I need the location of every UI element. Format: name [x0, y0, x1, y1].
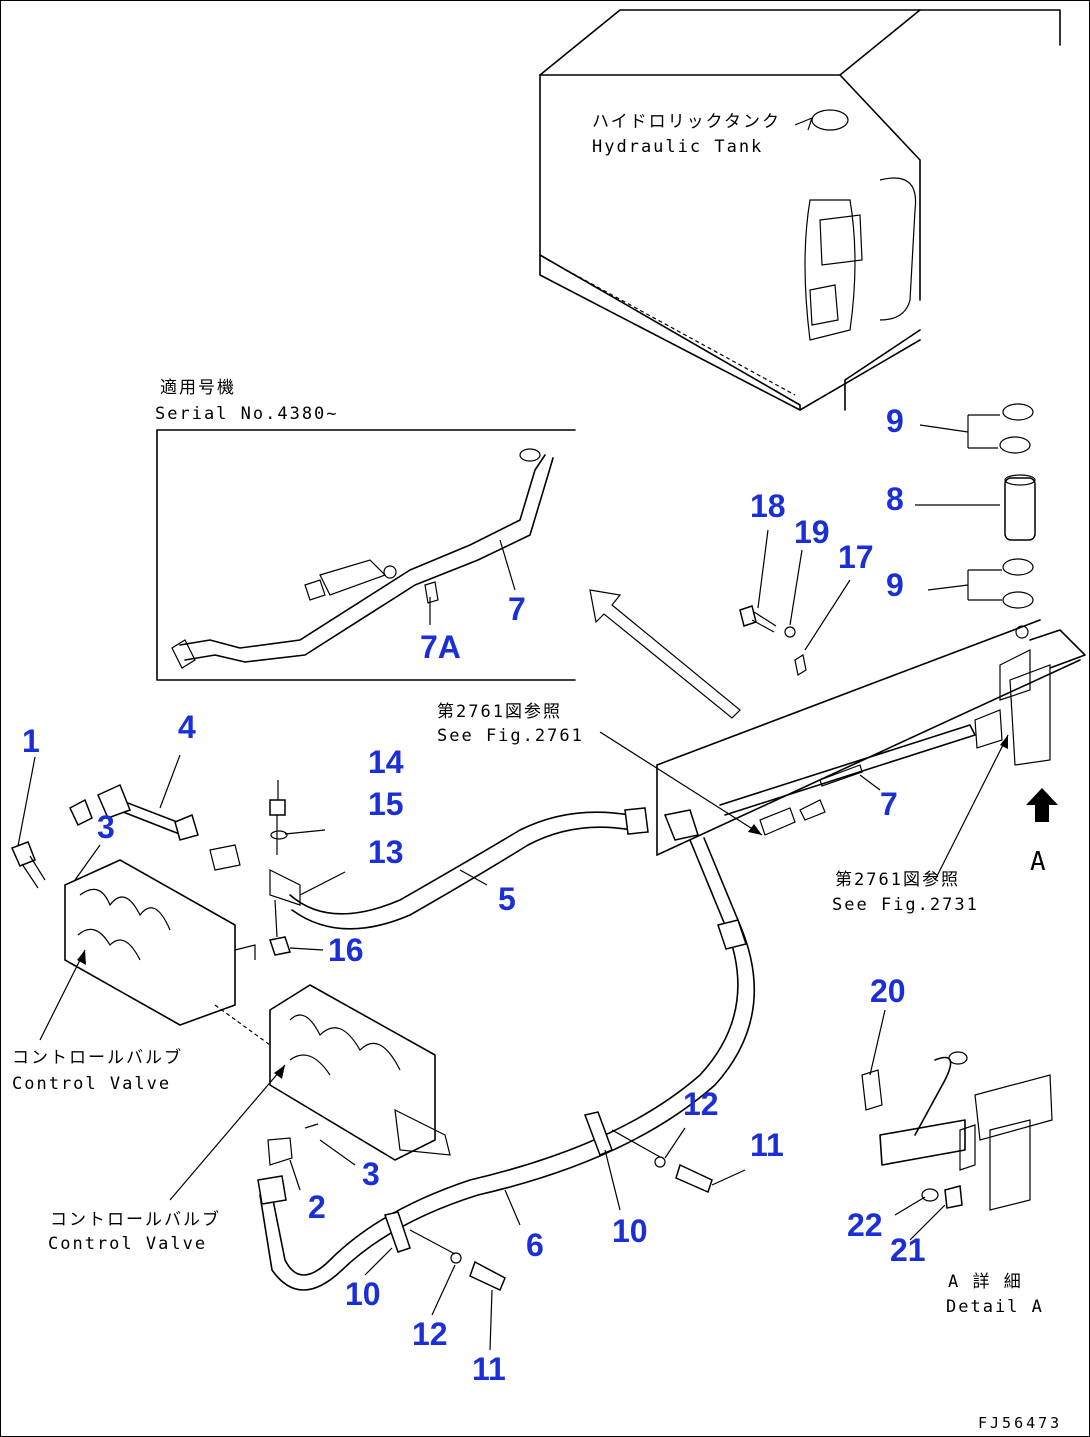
view-a-label: A [1030, 847, 1048, 877]
control-valve-lower [269, 984, 451, 1161]
hose-6 [257, 837, 756, 1291]
frame-assembly [656, 619, 1086, 856]
callout-12: 12 [683, 1086, 719, 1122]
callout-9: 9 [886, 403, 904, 439]
serial-label-jp: 適用号機 [160, 378, 236, 398]
callout-5: 5 [498, 881, 516, 917]
clamps-9 [915, 403, 1034, 609]
callout-3: 3 [97, 809, 115, 845]
see-fig1-en: See Fig.2761 [437, 726, 584, 746]
leader-cv1 [39, 949, 86, 1041]
callout-2: 2 [308, 1189, 326, 1225]
see-fig2-jp: 第2761図参照 [835, 870, 960, 890]
see-fig1-jp: 第2761図参照 [437, 702, 562, 722]
callout-8: 8 [886, 481, 904, 517]
control-valve-upper [64, 859, 271, 1046]
detail-label-en: Detail A [946, 1297, 1044, 1317]
detail-a [861, 1009, 1053, 1211]
callout-4: 4 [178, 709, 196, 745]
hose-8 [1004, 474, 1036, 541]
fitting-1 [10, 756, 46, 889]
leader-cv2 [169, 1064, 286, 1201]
callout-17: 17 [838, 539, 874, 575]
cv2-label-jp: コントロールバルブ [50, 1209, 221, 1230]
serial-label-en: Serial No.4380~ [155, 404, 339, 424]
inset-arrow [589, 589, 741, 719]
leader-cv2-arrowhead [274, 1065, 285, 1079]
leader-see-fig1-arrowhead [748, 824, 762, 835]
cv1-label-jp: コントロールバルブ [12, 1047, 183, 1068]
callout-13: 13 [368, 834, 404, 870]
serial-inset [156, 429, 576, 681]
cv2-label-en: Control Valve [48, 1234, 207, 1254]
callout-14: 14 [368, 744, 404, 780]
pipe-4 [69, 754, 199, 841]
tank-label-en: Hydraulic Tank [592, 137, 763, 157]
callout-11: 11 [750, 1127, 784, 1163]
view-a-arrow [1026, 788, 1058, 822]
callout-6: 6 [526, 1227, 544, 1263]
callout-20: 20 [870, 973, 906, 1009]
callout-1: 1 [22, 723, 40, 759]
bolt-18-group [739, 529, 851, 676]
hose-5 [289, 807, 699, 930]
detail-label-jp: A 詳 細 [948, 1272, 1023, 1292]
callout-18: 18 [750, 488, 786, 524]
callout-11: 11 [472, 1351, 506, 1387]
callout-9: 9 [886, 567, 904, 603]
callout-21: 21 [890, 1232, 926, 1268]
callout-7: 7 [880, 786, 898, 822]
callout-16: 16 [328, 932, 364, 968]
leader-cv1-arrowhead [77, 950, 86, 965]
see-fig2-en: See Fig.2731 [832, 895, 979, 915]
callout-10: 10 [345, 1276, 381, 1312]
callout-12: 12 [412, 1316, 448, 1352]
leader-see-fig2-arrowhead [1000, 735, 1008, 749]
callout-7: 7 [508, 591, 526, 627]
hydraulic-tank [539, 9, 1061, 411]
tank-label-jp: ハイドロリックタンク [592, 112, 781, 132]
drawing-code: FJ56473 [978, 1414, 1062, 1432]
clamp-10-group [384, 1111, 713, 1292]
callout-15: 15 [368, 786, 404, 822]
leader-7a [499, 539, 516, 591]
callout-22: 22 [847, 1207, 883, 1243]
callout-leaders [74, 774, 946, 1351]
bolt-14-group [209, 799, 301, 956]
leader-see-fig2 [934, 734, 1009, 881]
callout-3: 3 [362, 1156, 380, 1192]
callout-19: 19 [794, 514, 830, 550]
callout-10: 10 [612, 1213, 648, 1249]
leader-see-fig1 [599, 731, 763, 836]
callout-7A: 7A [420, 629, 461, 665]
cv1-label-en: Control Valve [12, 1074, 171, 1094]
